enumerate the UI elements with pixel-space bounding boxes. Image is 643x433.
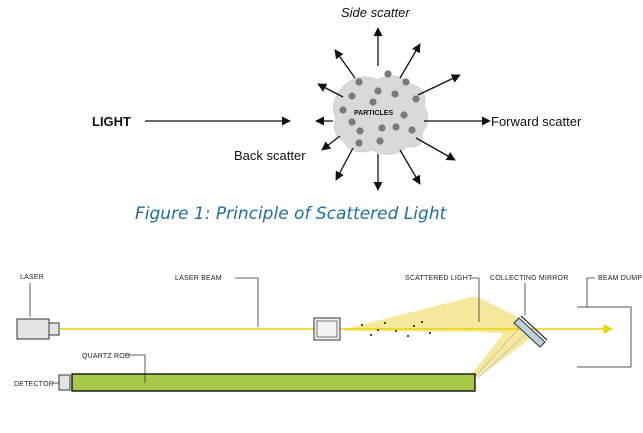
mirror-plate — [513, 317, 546, 348]
particle — [412, 95, 420, 103]
laser-beam-leader — [235, 277, 259, 327]
scatter-arrows — [315, 27, 491, 191]
particle — [339, 106, 347, 114]
particle-dot — [370, 334, 372, 336]
particle — [392, 123, 400, 131]
beam-dump-leader — [586, 277, 595, 307]
particles — [339, 70, 420, 147]
sample-cell — [313, 317, 341, 341]
particles-label: PARTICLES — [354, 110, 393, 117]
particle — [355, 139, 363, 147]
scatter-arrow — [415, 137, 456, 161]
collecting-mirror — [513, 315, 548, 348]
reflection-line — [477, 331, 529, 379]
side-scatter-label: Side scatter — [341, 5, 410, 20]
particle-dot — [421, 321, 423, 323]
beam-particles — [361, 321, 431, 337]
particle — [374, 87, 382, 95]
particle-dot — [384, 322, 386, 324]
scatter-arrow — [317, 83, 344, 98]
reflection-line — [473, 324, 523, 379]
quartz-rod-leader — [125, 354, 146, 383]
particle — [369, 98, 377, 106]
particle-cloud — [333, 75, 428, 155]
particle — [391, 90, 399, 98]
particle — [355, 78, 363, 86]
leader-lines — [29, 277, 595, 384]
scatter-arrow — [399, 43, 421, 79]
particle-dot — [361, 324, 363, 326]
detector-label: DETECTOR — [14, 381, 54, 388]
back-scatter-label: Back scatter — [234, 148, 306, 163]
laser-nozzle — [48, 322, 60, 336]
particle-dot — [377, 329, 379, 331]
figure-1-caption: Figure 1: Principle of Scattered Light — [135, 204, 448, 224]
light-label: LIGHT — [92, 114, 131, 129]
particle-dot — [395, 330, 397, 332]
particle — [378, 124, 386, 132]
particle-dot — [407, 335, 409, 337]
scattered-light-glow — [345, 296, 522, 334]
figure-1-scatter-principle: Side scatter LIGHT PARTICLES — [92, 5, 582, 224]
reflected-light-glow — [470, 322, 535, 376]
laser-beam-label: LASER BEAM — [175, 275, 222, 282]
particle — [376, 137, 384, 145]
forward-scatter-label: Forward scatter — [491, 114, 582, 129]
particle — [402, 78, 410, 86]
mirror-edge — [520, 315, 548, 341]
particle — [348, 118, 356, 126]
beam-dump-label: BEAM DUMP — [598, 275, 642, 282]
scatter-arrow — [335, 147, 354, 181]
scatter-arrow — [399, 149, 421, 185]
particle — [408, 126, 416, 134]
particle-dot — [429, 332, 431, 334]
laser-body — [16, 318, 50, 340]
particle-dot — [413, 325, 415, 327]
scattered-light-leader — [471, 277, 480, 322]
sample-cell-window — [316, 320, 338, 338]
particle — [384, 70, 392, 78]
particle — [356, 127, 364, 135]
scattered-light-label: SCATTERED LIGHT — [405, 275, 473, 282]
scatter-arrow — [334, 49, 356, 79]
laser-label: LASER — [20, 274, 44, 281]
figure-2-apparatus: LASER LASER BEAM SCATTERED LIGHT COLLECT… — [14, 274, 642, 392]
detector-box — [58, 374, 71, 391]
particle — [400, 111, 408, 119]
beam-dump — [577, 306, 632, 368]
scatter-arrow — [321, 135, 341, 151]
particle — [348, 92, 356, 100]
quartz-rod — [71, 373, 476, 392]
quartz-rod-label: QUARTZ ROD — [82, 353, 130, 360]
scatter-arrow — [417, 74, 461, 96]
collecting-mirror-label: COLLECTING MIRROR — [490, 275, 568, 282]
